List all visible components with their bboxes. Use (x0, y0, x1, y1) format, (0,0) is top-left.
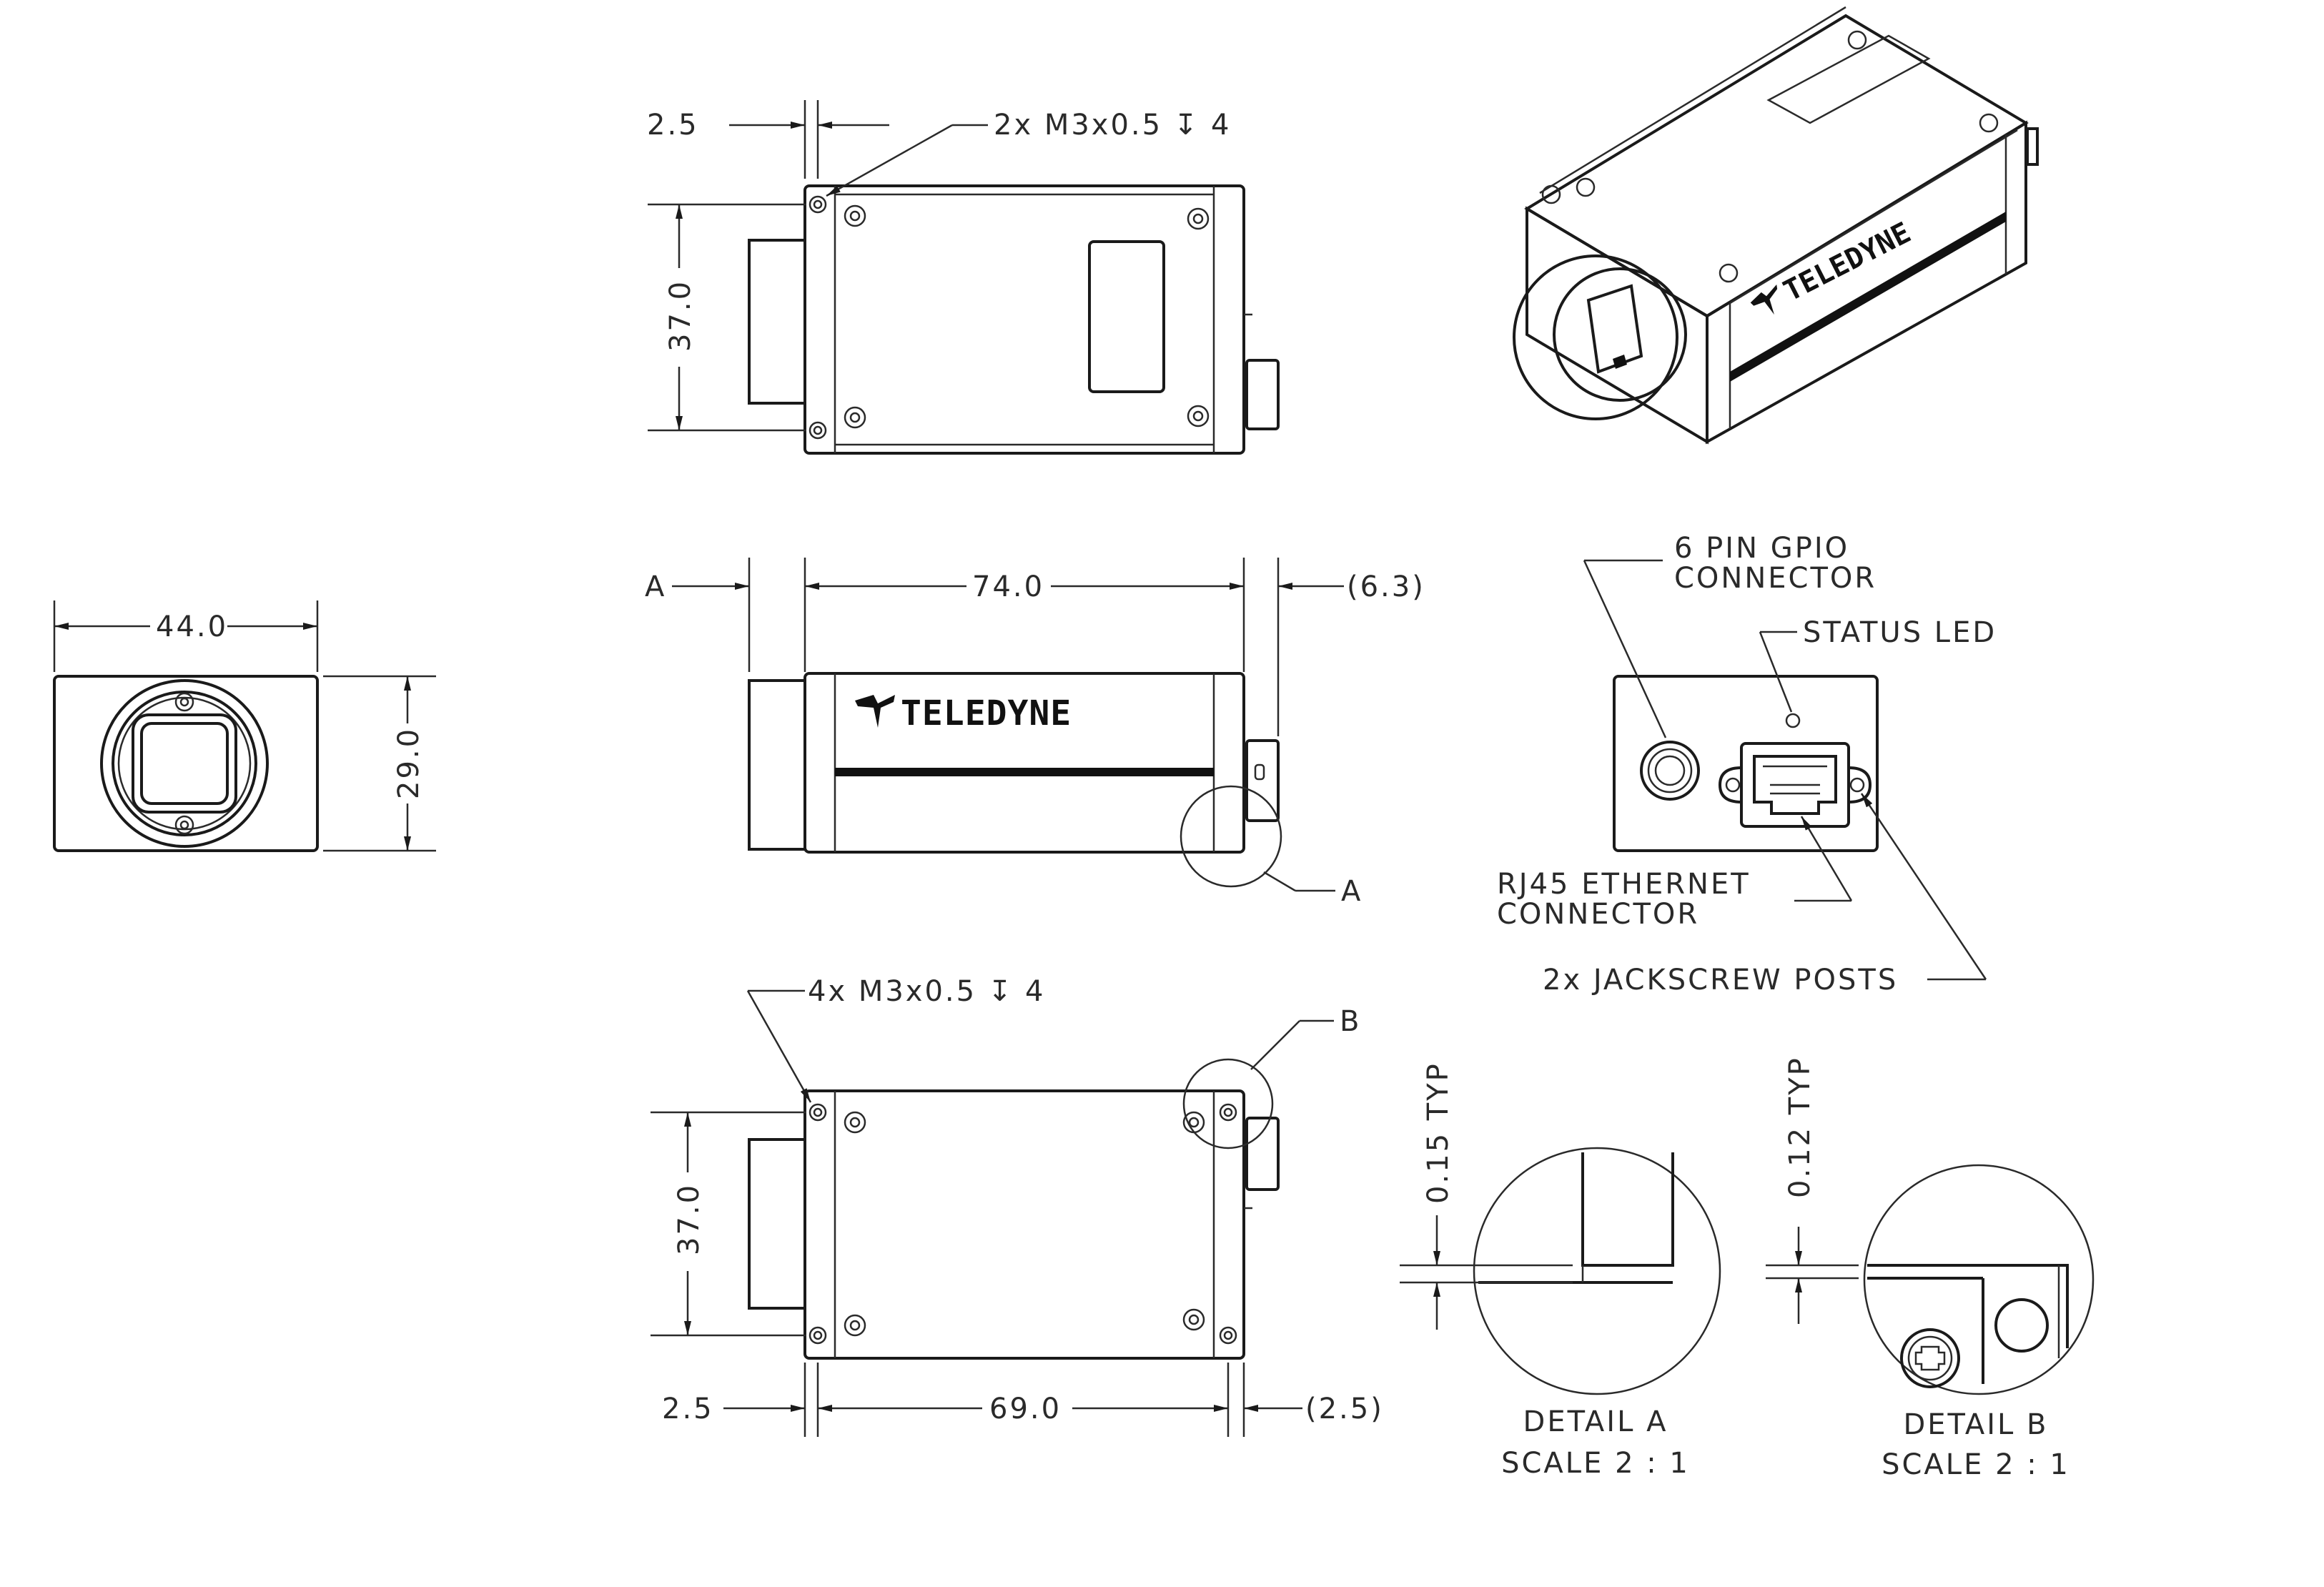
side-brand-logo: TELEDYNE (901, 693, 1072, 733)
gpio-connector (1640, 741, 1700, 801)
bottom-body-outline (803, 1089, 1245, 1360)
rear-view: 6 PIN GPIO CONNECTOR STATUS LED RJ45 ETH… (1497, 532, 1997, 997)
bottom-left-dim: 2.5 (662, 1393, 714, 1425)
connector-outline (1245, 359, 1280, 430)
iso-connector (2026, 127, 2039, 166)
side-connector (1245, 739, 1280, 822)
detail-a-dim: 0.15 TYP (1422, 1062, 1455, 1204)
detail-b-title: DETAIL B (1903, 1408, 2048, 1441)
teledyne-logo-icon: TELEDYNE (1750, 216, 1916, 315)
front-body-outline (53, 675, 319, 852)
side-body-outline (803, 672, 1245, 854)
front-view: 44.0 29.0 (53, 600, 436, 852)
label-area (1088, 240, 1165, 393)
iso-label-area (1766, 34, 1931, 124)
iso-side-face (1706, 120, 2027, 445)
rj45-connector (1740, 742, 1850, 828)
bottom-view: 4x M3x0.5 ↧ 4 B 37.0 2.5 69.0 (2.5) (651, 975, 1384, 1437)
detail-a-circle (1180, 785, 1282, 888)
bottom-length-dim: 69.0 (989, 1393, 1062, 1425)
side-view: TELEDYNE A 74.0 (6.3) A (645, 558, 1425, 908)
bottom-detail-callout: B (1340, 1005, 1361, 1038)
iso-groove (1730, 212, 2006, 382)
rj45-label-line2: CONNECTOR (1497, 898, 1699, 931)
iso-lens-inner (1553, 267, 1687, 402)
detail-b-circle (1182, 1058, 1274, 1150)
iso-screw-icon (1541, 30, 1999, 283)
top-view: 2.5 2x M3x0.5 ↧ 4 37.0 (647, 100, 1280, 455)
screw-hole-icon (809, 1103, 1237, 1345)
bottom-hole-callout: 4x M3x0.5 ↧ 4 (808, 975, 1045, 1008)
status-led-label: STATUS LED (1803, 616, 1997, 649)
front-screw-icon (174, 692, 194, 835)
isometric-view: TELEDYNE (1513, 6, 2039, 445)
screw-hole-icon (809, 195, 1210, 440)
side-detail-callout: A (1341, 875, 1363, 908)
teledyne-logo-icon (855, 695, 895, 728)
status-led (1785, 713, 1801, 728)
jackscrew-post-icon (1718, 766, 1872, 804)
iso-lens-mount (1513, 254, 1678, 420)
top-hole-callout: 2x M3x0.5 ↧ 4 (994, 109, 1231, 142)
detail-a-frame (1473, 1147, 1721, 1395)
gpio-label-line1: 6 PIN GPIO (1674, 532, 1849, 565)
top-width-dim: 2.5 (647, 109, 699, 142)
side-connector-dim: (6.3) (1347, 570, 1425, 603)
camera-body-outline (803, 184, 1245, 455)
bottom-lens-mount (748, 1138, 806, 1310)
side-section-label: A (645, 570, 666, 603)
front-width-dim: 44.0 (156, 610, 228, 643)
gpio-label-line2: CONNECTOR (1674, 562, 1876, 595)
iso-sensor (1586, 284, 1643, 374)
detail-a-scale: SCALE 2 : 1 (1501, 1447, 1690, 1480)
detail-b-dim: 0.12 TYP (1784, 1056, 1816, 1198)
rj45-label-line1: RJ45 ETHERNET (1497, 868, 1751, 901)
front-height-dim: 29.0 (392, 727, 425, 799)
detail-a-corner (1581, 1152, 1674, 1267)
detail-b: 0.12 TYP DETAIL B SCALE 2 : 1 (1766, 1056, 2095, 1481)
bottom-height-dim: 37.0 (673, 1183, 706, 1255)
detail-a: 0.15 TYP DETAIL A SCALE 2 : 1 (1400, 1062, 1721, 1480)
screw-head-icon (1900, 1328, 1960, 1388)
detail-b-scale: SCALE 2 : 1 (1882, 1448, 2070, 1481)
bottom-connector (1245, 1117, 1280, 1191)
lens-mount-outline (748, 239, 806, 405)
front-sensor-window (132, 713, 237, 814)
top-height-dim: 37.0 (664, 280, 697, 352)
side-length-dim: 74.0 (972, 570, 1044, 603)
rear-body-outline (1613, 675, 1879, 852)
detail-a-title: DETAIL A (1523, 1405, 1668, 1438)
bottom-right-dim: (2.5) (1305, 1393, 1384, 1425)
side-groove (835, 768, 1214, 776)
detail-b-hole (1994, 1298, 2049, 1353)
side-lens-mount (748, 679, 806, 851)
front-lens-mount (100, 679, 269, 848)
detail-b-frame (1863, 1164, 2095, 1395)
jackscrew-label: 2x JACKSCREW POSTS (1543, 964, 1898, 997)
